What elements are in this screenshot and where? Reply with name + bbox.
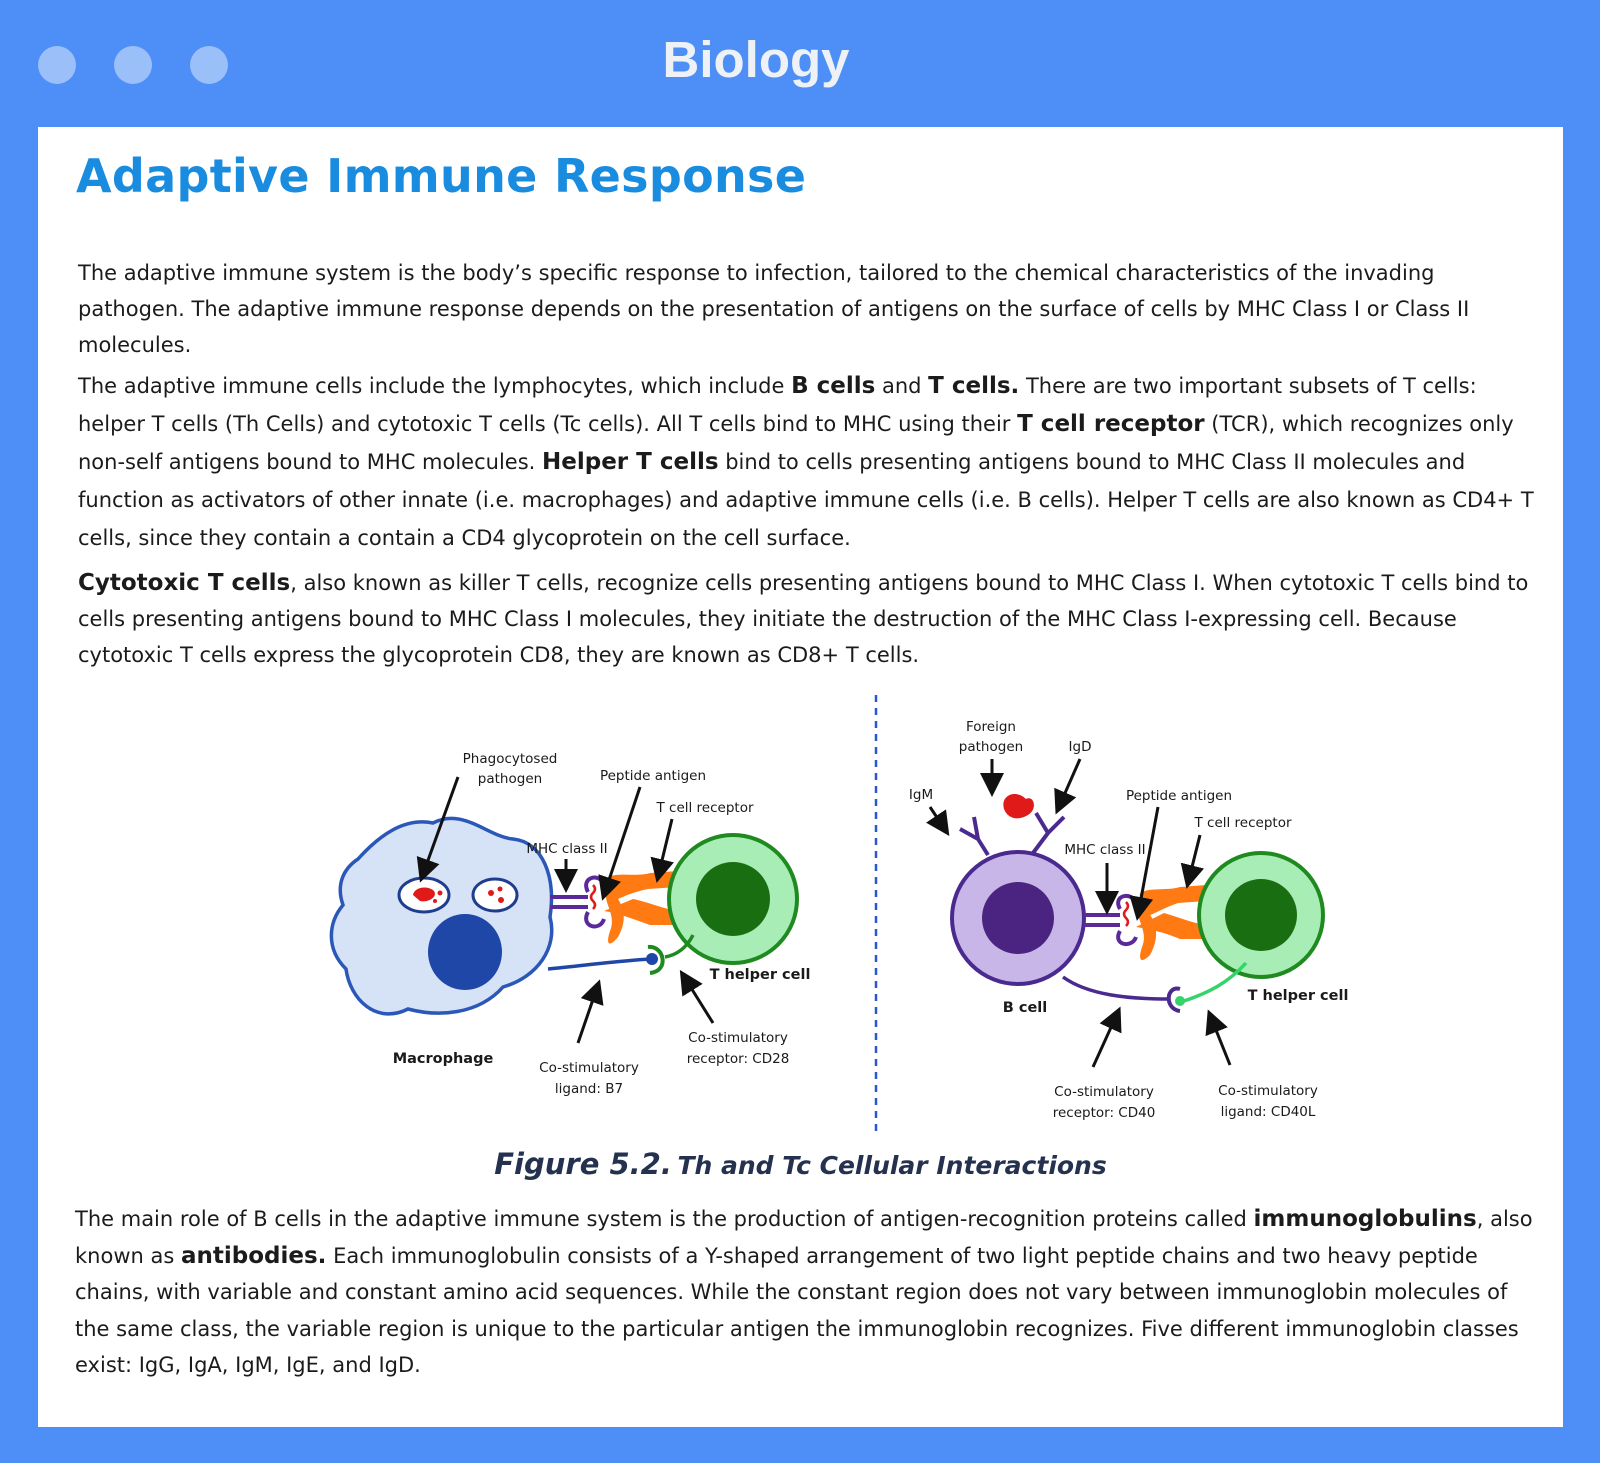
macrophage-body [329,816,554,1016]
tcr-shape [606,871,678,944]
label-mhc-right: MHC class II [1064,842,1145,858]
figure-caption: Figure 5.2. Th and Tc Cellular Interacti… [494,1147,1107,1181]
mhc-ii-stalk [550,895,588,909]
label-cd40l: Co-stimulatory [1218,1083,1318,1099]
term-t-cell-receptor: T cell receptor [1017,411,1205,437]
paragraph-immunoglobulins: The main role of B cells in the adaptive… [75,1206,1533,1377]
term-cytotoxic-t-cells: Cytotoxic T cells [78,570,291,596]
svg-text:pathogen: pathogen [959,739,1023,755]
figure-diagram: Phagocytosed pathogen Peptide antigen T … [329,695,1348,1137]
label-phagocytosed: Phagocytosed [463,751,558,767]
t-helper-nucleus-left [696,862,770,936]
svg-text:receptor: CD28: receptor: CD28 [687,1051,790,1067]
peptide-antigen-shape [589,884,597,910]
figure-cell-interactions: Phagocytosed pathogen Peptide antigen T … [288,687,1348,1139]
term-helper-t-cells: Helper T cells [542,449,719,475]
left-panel: Phagocytosed pathogen Peptide antigen T … [329,751,811,1097]
label-t-helper-right: T helper cell [1248,988,1348,1004]
label-igd: IgD [1069,739,1092,755]
svg-text:receptor: CD40: receptor: CD40 [1053,1105,1156,1121]
igd-shape [1031,811,1066,855]
label-t-helper-left: T helper cell [710,967,811,983]
paragraph-lymphocytes: The adaptive immune cells include the ly… [78,373,1534,550]
svg-text:ligand: B7: ligand: B7 [555,1081,623,1097]
maximize-dot[interactable] [190,46,228,84]
label-igm: IgM [909,787,933,803]
term-antibodies: antibodies. [180,1242,327,1269]
window-title: Biology [662,31,850,88]
minimize-dot[interactable] [114,46,152,84]
label-cd28: Co-stimulatory [688,1030,788,1046]
foreign-pathogen-shape [1003,794,1034,819]
macrophage-nucleus [428,914,502,990]
label-cd40: Co-stimulatory [1054,1084,1154,1100]
close-dot[interactable] [38,46,76,84]
label-tcr-right: T cell receptor [1193,815,1291,831]
term-t-cells: T cells. [928,373,1020,399]
term-b-cells: B cells [791,373,876,399]
phagosome-2 [471,877,519,913]
label-macrophage: Macrophage [393,1051,494,1067]
label-b-cell: B cell [1003,1000,1047,1016]
svg-text:ligand: CD40L: ligand: CD40L [1221,1104,1316,1120]
label-mhc-left: MHC class II [526,841,607,857]
window-titlebar: Biology [0,0,1600,127]
paragraph-cytotoxic: Cytotoxic T cells, also known as killer … [78,570,1529,667]
label-foreign-pathogen: Foreign [966,719,1016,735]
t-helper-nucleus-right [1225,879,1297,951]
label-peptide-antigen-left: Peptide antigen [600,768,706,784]
page-title: Adaptive Immune Response [76,149,807,203]
paragraph-intro: The adaptive immune system is the body’s… [78,261,1470,357]
right-panel: Foreign pathogen IgD IgM Peptide antigen… [909,719,1348,1121]
svg-text:pathogen: pathogen [478,771,542,787]
content-panel: Adaptive Immune Response The adaptive im… [38,127,1563,1427]
term-immunoglobulins: immunoglobulins [1253,1206,1477,1232]
label-peptide-antigen-right: Peptide antigen [1126,788,1232,804]
igm-shape [959,816,990,857]
b-cell-nucleus [982,882,1054,954]
label-b7: Co-stimulatory [539,1060,639,1076]
label-tcr-left: T cell receptor [655,800,753,816]
